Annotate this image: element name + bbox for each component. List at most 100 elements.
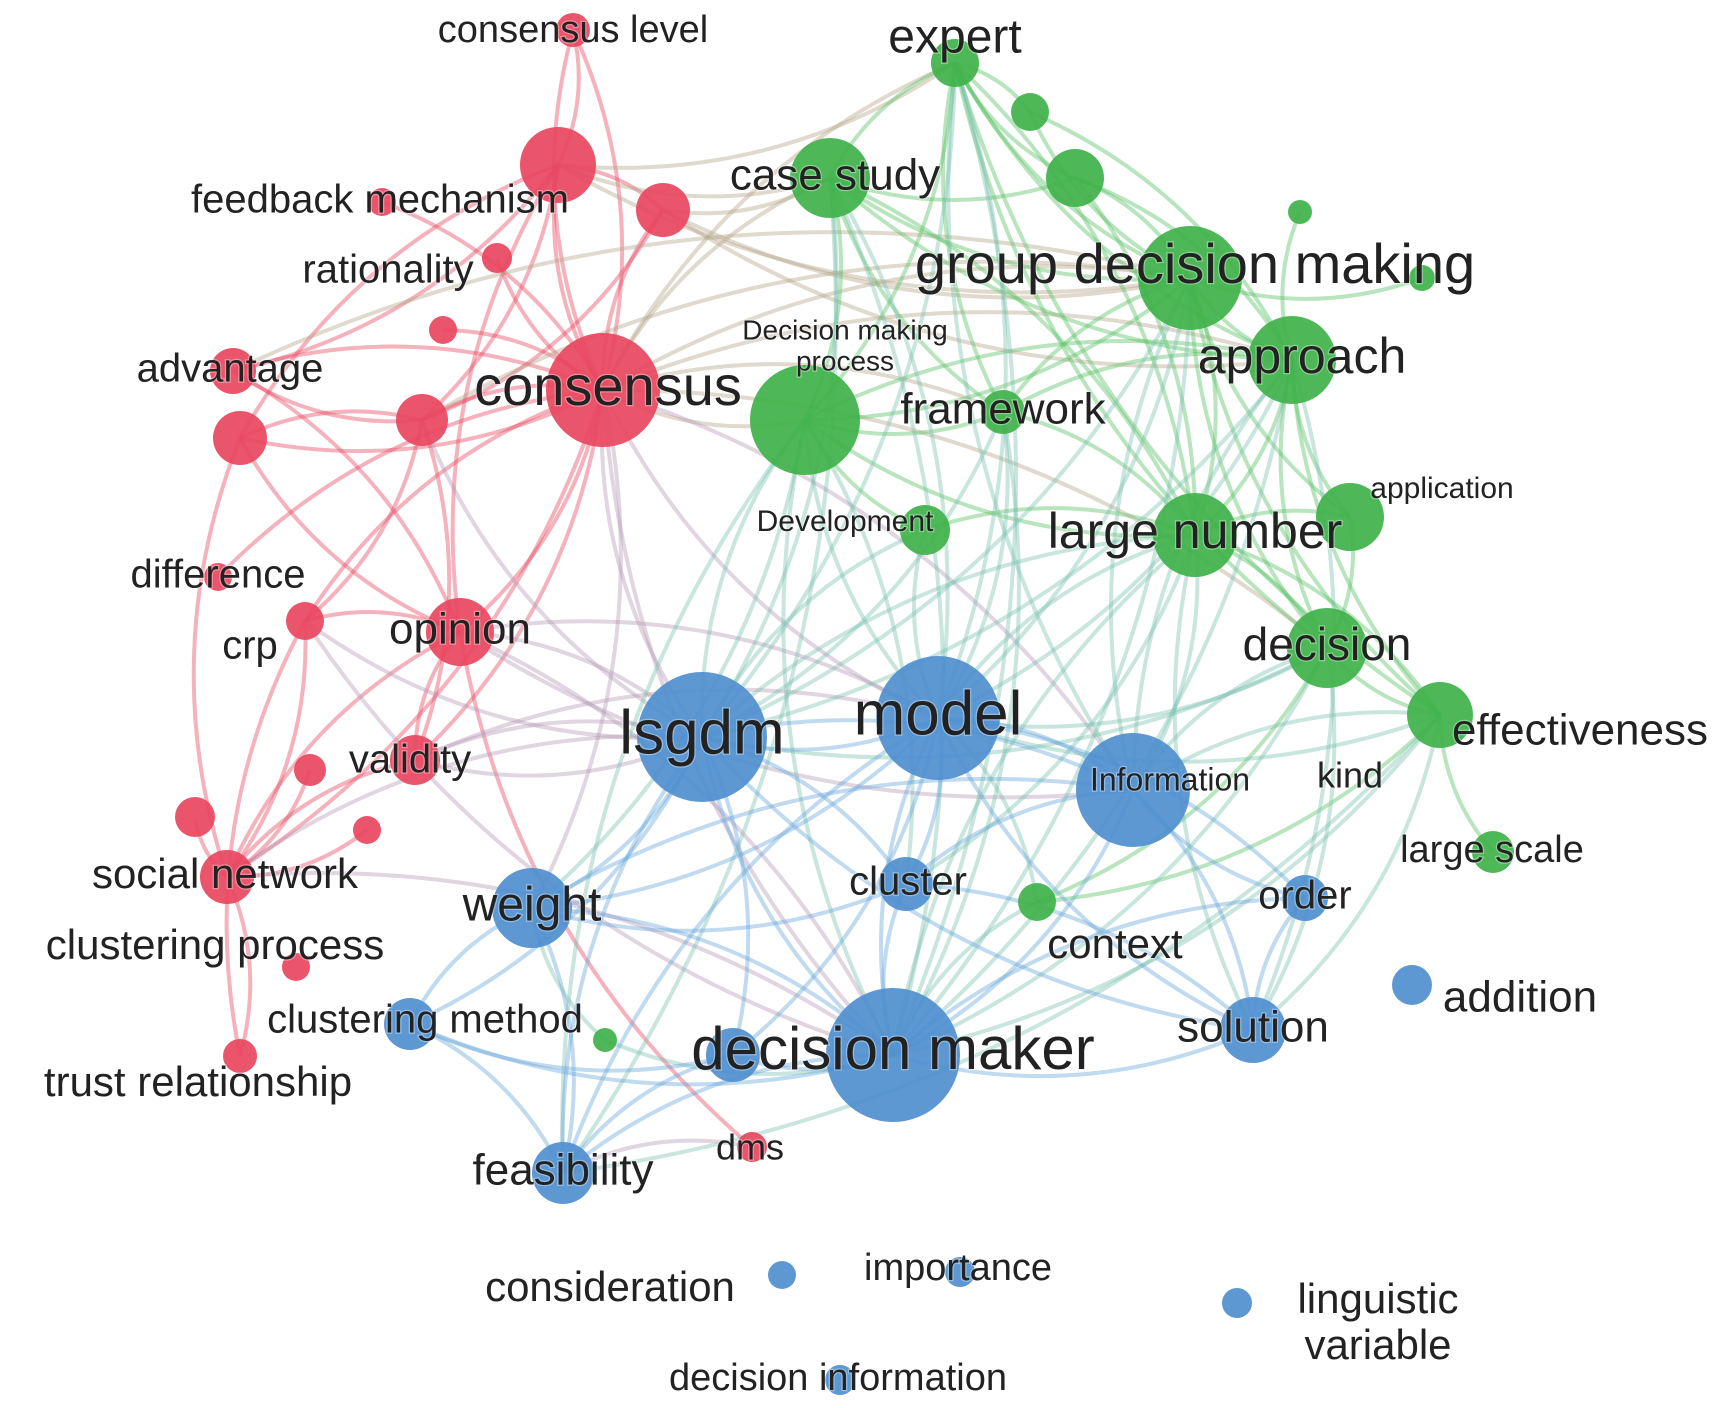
node-weight[interactable] [492,868,572,948]
label-decision: decision [1243,618,1412,670]
node-red-small-2[interactable] [213,411,267,465]
node-advantage[interactable] [210,348,256,394]
node-application[interactable] [1316,483,1384,551]
node-consideration[interactable] [768,1261,796,1289]
node-green-small-4[interactable] [1409,265,1435,291]
node-green-small-3[interactable] [1288,200,1312,224]
node-lsgdm[interactable] [637,672,767,802]
edge-model-solution [936,717,1254,1032]
label-feedback: feedback mechanism [191,178,569,222]
edge-red_small_2-opinion [238,437,461,634]
edge-case_study-decision_maker [828,177,946,1056]
node-red-small-4[interactable] [294,754,326,786]
node-validity[interactable] [390,735,440,785]
node-decision[interactable] [1287,608,1367,688]
node-expert[interactable] [931,39,979,87]
edge-decision-solution [1251,647,1337,1032]
label-feasibility: feasibility [473,1146,654,1195]
node-blue-small-1[interactable] [706,1028,760,1082]
edge-decision-lsgdm [701,646,1328,760]
edge-expert-information [946,62,1135,792]
node-framework[interactable] [981,390,1025,434]
node-consensus-level[interactable] [556,13,590,47]
node-clustering-method[interactable] [384,998,436,1050]
node-information[interactable] [1076,733,1190,847]
node-red-small-5[interactable] [175,797,215,837]
edge-social_network-lsgdm [225,733,703,879]
node-decision-information[interactable] [825,1365,855,1395]
label-lsgdm: lsgdm [619,698,784,767]
edge-green_small_1-approach [1029,110,1294,361]
node-rationality[interactable] [482,243,512,273]
edge-red_big-expert [557,61,957,170]
node-red-small-3[interactable] [396,394,448,446]
node-trust-relationship[interactable] [223,1039,257,1073]
node-red-small-6[interactable] [353,816,381,844]
label-decision-information: decision information [669,1357,1007,1399]
label-gdm: group decision making [915,232,1475,295]
node-red-small-1[interactable] [429,316,457,344]
label-clustering-method: clustering method [267,998,583,1042]
node-order[interactable] [1282,875,1328,921]
node-crp[interactable] [286,602,324,640]
label-weight: weight [462,879,602,932]
edge-model-feasibility [561,716,940,1174]
edge-dmp-weight [530,419,807,910]
node-case-study[interactable] [790,138,870,218]
node-model[interactable] [876,656,1000,780]
edge-dmp-approach [804,339,1293,422]
node-green-small-1[interactable] [1011,93,1049,131]
node-importance[interactable] [945,1257,975,1287]
node-large-scale[interactable] [1472,831,1514,873]
node-approach[interactable] [1248,316,1336,404]
node-context[interactable] [1018,883,1056,921]
node-feedback[interactable] [368,188,396,216]
label-approach: approach [1198,328,1407,384]
edge-consensus-weight [530,389,623,909]
node-development[interactable] [900,505,950,555]
label-advantage: advantage [137,347,324,391]
edge-case_study-large_number [829,176,1197,536]
node-addition[interactable] [1392,965,1432,1005]
edge-effectiveness-context [1036,713,1442,904]
edge-large_number-cluster [904,534,1197,886]
edge-effectiveness-feasibility [562,713,1442,1175]
node-clustering-process[interactable] [282,953,310,981]
node-decision-maker[interactable] [826,988,960,1122]
node-consensus[interactable] [546,333,660,447]
edge-red_mid-gdm [662,208,1191,300]
node-effectiveness[interactable] [1407,682,1473,748]
node-large-number[interactable] [1153,493,1237,577]
node-cluster[interactable] [879,857,933,911]
edge-framework-decision_maker [891,411,1021,1056]
label-solution: solution [1177,1003,1329,1052]
node-linguistic-variable[interactable] [1222,1288,1252,1318]
node-solution[interactable] [1220,997,1286,1063]
label-social-network: social network [92,850,359,897]
node-green-small-5[interactable] [593,1028,617,1052]
edge-gdm-decision [1188,277,1329,650]
node-opinion[interactable] [426,598,494,666]
label-rationality: rationality [302,248,473,292]
label-crp: crp [222,624,278,668]
edge-effectiveness-model [937,713,1441,764]
node-red-big[interactable] [520,127,596,203]
node-feasibility[interactable] [532,1142,594,1204]
edge-approach-effectiveness [1290,359,1442,717]
edge-red_small_3-gdm [420,259,1191,422]
label-consensus: consensus [474,354,742,417]
edge-large_number-lsgdm [700,533,1196,739]
label-order: order [1258,874,1351,918]
node-green-small-2[interactable] [1046,149,1104,207]
label-large-scale: large scale [1400,829,1584,871]
node-red-mid[interactable] [636,183,690,237]
node-dms[interactable] [737,1132,767,1162]
node-gdm[interactable] [1138,226,1242,330]
node-difference[interactable] [204,563,232,591]
label-effectiveness: effectiveness [1452,706,1708,755]
node-dmp[interactable] [750,365,860,475]
node-social-network[interactable] [200,850,254,904]
